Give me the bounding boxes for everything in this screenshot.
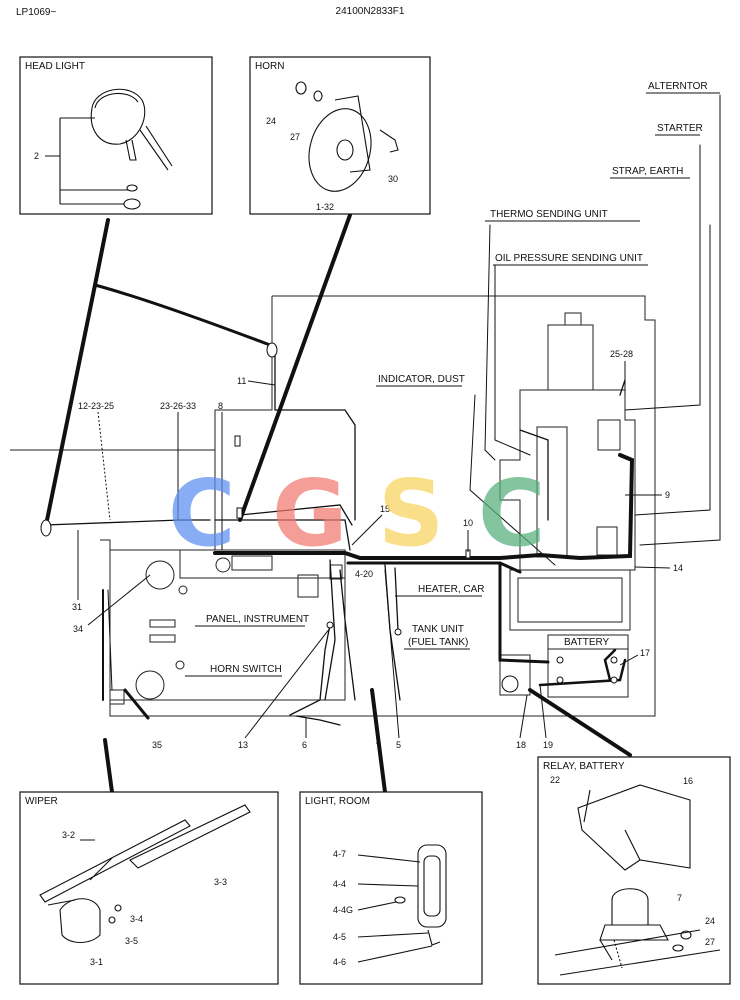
label-starter: STARTER bbox=[657, 123, 703, 134]
callout-31: 31 bbox=[72, 602, 82, 612]
wiper-part-3-5: 3-5 bbox=[125, 936, 138, 946]
wire-connectors bbox=[40, 342, 618, 693]
callout-17: 17 bbox=[640, 648, 650, 658]
light-room-part-4-6: 4-6 bbox=[333, 957, 346, 967]
callout-11: 11 bbox=[237, 376, 246, 386]
callout-25-28: 25-28 bbox=[610, 349, 633, 359]
callout-13: 13 bbox=[238, 740, 248, 750]
callout-12-23-25: 12-23-25 bbox=[78, 401, 114, 411]
horn-part-24: 24 bbox=[266, 116, 276, 126]
label-fuel-tank: (FUEL TANK) bbox=[408, 637, 468, 648]
callout-8: 8 bbox=[218, 401, 223, 411]
inset-wiper-title: WIPER bbox=[25, 796, 58, 807]
wiper-part-3-2: 3-2 bbox=[62, 830, 75, 840]
label-thermo-sending-unit: THERMO SENDING UNIT bbox=[490, 209, 608, 220]
relay-part-27: 27 bbox=[705, 937, 715, 947]
panel-area bbox=[109, 549, 346, 705]
label-panel-instrument: PANEL, INSTRUMENT bbox=[206, 614, 309, 625]
inset-headlight: HEAD LIGHT 2 bbox=[19, 56, 213, 215]
inset-horn: HORN 24 27 30 1-32 bbox=[249, 56, 431, 215]
wiper-part-3-3: 3-3 bbox=[214, 877, 227, 887]
light-room-part-4-5: 4-5 bbox=[333, 932, 346, 942]
label-battery: BATTERY bbox=[564, 637, 610, 648]
watermark-letter-1: C bbox=[168, 460, 236, 567]
inset-relay-battery: RELAY, BATTERY 22 16 7 24 27 bbox=[537, 756, 731, 985]
light-room-part-4-4g: 4-4G bbox=[333, 905, 353, 915]
label-oil-pressure-sending-unit: OIL PRESSURE SENDING UNIT bbox=[495, 253, 643, 264]
inset-headlight-title: HEAD LIGHT bbox=[25, 61, 85, 72]
inset-horn-title: HORN bbox=[255, 61, 284, 72]
light-room-part-4-7: 4-7 bbox=[333, 849, 346, 859]
watermark: C G S C bbox=[168, 460, 546, 567]
callout-19: 19 bbox=[543, 740, 553, 750]
light-room-part-4-4: 4-4 bbox=[333, 879, 346, 889]
inset-wiper: WIPER 3-2 3-3 3-4 3-5 3-1 bbox=[19, 791, 279, 985]
callout-15: 15 bbox=[380, 504, 390, 514]
header-part-number: 24100N2833F1 bbox=[336, 6, 405, 17]
callout-4-20: 4-20 bbox=[355, 569, 373, 579]
callout-numbers: 12-23-25 23-26-33 8 11 25-28 9 10 15 4-2… bbox=[72, 349, 683, 750]
callout-35: 35 bbox=[152, 740, 162, 750]
callout-18: 18 bbox=[516, 740, 526, 750]
relay-part-22: 22 bbox=[550, 775, 560, 785]
relay-part-24: 24 bbox=[705, 916, 715, 926]
callout-23-26-33: 23-26-33 bbox=[160, 401, 196, 411]
callout-4: 4 bbox=[376, 737, 381, 747]
callout-34: 34 bbox=[73, 624, 83, 634]
inset-light-room-title: LIGHT, ROOM bbox=[305, 796, 370, 807]
wiper-part-3-1: 3-1 bbox=[90, 957, 103, 967]
label-alternator: ALTERNTOR bbox=[648, 81, 708, 92]
wiper-part-3-4: 3-4 bbox=[130, 914, 143, 924]
label-strap-earth: STRAP, EARTH bbox=[612, 166, 683, 177]
relay-part-7: 7 bbox=[677, 893, 682, 903]
horn-part-30: 30 bbox=[388, 174, 398, 184]
label-horn-switch: HORN SWITCH bbox=[210, 664, 282, 675]
callout-14: 14 bbox=[673, 563, 683, 573]
horn-part-1-32: 1-32 bbox=[316, 202, 334, 212]
component-labels: ALTERNTOR STARTER STRAP, EARTH THERMO SE… bbox=[185, 81, 720, 677]
callout-6: 6 bbox=[302, 740, 307, 750]
label-heater-car: HEATER, CAR bbox=[418, 584, 485, 595]
watermark-letter-4: C bbox=[478, 460, 546, 567]
watermark-letter-3: S bbox=[378, 460, 444, 567]
relay-part-16: 16 bbox=[683, 776, 693, 786]
callout-10: 10 bbox=[463, 518, 473, 528]
horn-part-27: 27 bbox=[290, 132, 300, 142]
label-indicator-dust: INDICATOR, DUST bbox=[378, 374, 465, 385]
wire-harness bbox=[43, 94, 721, 794]
header-code: LP1069~ bbox=[16, 7, 56, 18]
callout-9: 9 bbox=[665, 490, 670, 500]
inset-light-room: LIGHT, ROOM 4-7 4-4 4-4G 4-5 4-6 bbox=[299, 791, 483, 985]
watermark-letter-2: G bbox=[272, 460, 348, 567]
headlight-part-2: 2 bbox=[34, 151, 39, 161]
inset-relay-title: RELAY, BATTERY bbox=[543, 761, 625, 772]
callout-5: 5 bbox=[396, 740, 401, 750]
label-tank-unit: TANK UNIT bbox=[412, 624, 464, 635]
